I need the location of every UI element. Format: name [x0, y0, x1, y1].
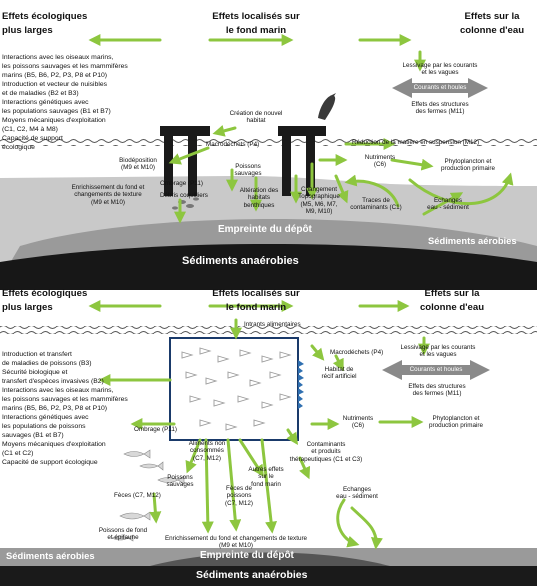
- panel2-anaerobic-layer: [0, 566, 537, 586]
- panel2-heading-wider-effects: Effets écologiques plus larges: [2, 288, 88, 313]
- panel2-shading-label: Ombrage (P11): [134, 426, 177, 433]
- panel1-benthic-alteration-label: Altération des habitats benthiques: [239, 187, 279, 209]
- panel1-exchanges-label: Echanges eau - sédiment: [427, 197, 469, 212]
- panel2-deposit-footprint: [150, 552, 390, 566]
- panel2-uneaten-feed-label: Aliments non consommés (C7, M12): [188, 440, 226, 462]
- panel2-wild-fish-label: Poissons sauvages: [166, 474, 194, 489]
- panel1-heading-seabed-effects: Effets localisés sur le fond marin: [212, 11, 300, 36]
- panel2-feces-label: Fèces (C7, M12): [114, 492, 161, 499]
- panel1-topography-label: Changement Topographique (M5, M6, M7, M9…: [298, 186, 340, 215]
- panel1-macro-waste-label: Macrodéchets (P4): [206, 141, 260, 148]
- panel2-wider-effects-list: Introduction et transfert de maladies de…: [2, 351, 128, 467]
- panel2-anaerobic-label: Sédiments anaérobies: [196, 569, 308, 581]
- panel2-heading-water-column: Effets sur la colonne d'eau: [419, 288, 485, 313]
- panel2-exchanges-label: Echanges eau - sédiment: [336, 486, 378, 501]
- panel1-aerobic-label: Sédiments aérobies: [428, 235, 517, 246]
- panel1-shell-debris-label: Débris coquilliers: [160, 192, 208, 199]
- panel1-nutrients-label: Nutriments (C6): [364, 154, 396, 169]
- panel2-nutrients-label: Nutriments (C6): [342, 415, 374, 430]
- panel2-scene: [0, 300, 537, 586]
- panel2-phyto-label: Phytoplancton et production primaire: [429, 415, 483, 430]
- panel1-reduction-label: Réduction de la matière en suspension (M…: [352, 139, 480, 146]
- panel2-fish-feces-label: Fèces de poissons (C7, M12): [225, 485, 253, 507]
- panel2-contaminants-label: Contaminants et produits thérapeutiques …: [289, 441, 363, 463]
- panel1-scene: [0, 34, 537, 290]
- panel1-shading-label: Ombrage (P11): [160, 180, 203, 187]
- panel1-effect-arrows: [88, 34, 514, 224]
- panel1-wild-fish-label: Poissons sauvages: [234, 163, 262, 178]
- panel2-effect-arrows: [88, 300, 430, 550]
- panel2-fish-cage: [169, 337, 299, 441]
- panel1-new-habitat-label: Création de nouvel habitat: [229, 110, 283, 125]
- panel1-footprint-label: Empreinte du dépôt: [218, 224, 312, 235]
- panel2-reef-habitat-label: Habitat de récif artificiel: [321, 366, 357, 381]
- panel1-enrichment-label: Enrichissement du fond et changements de…: [71, 184, 145, 206]
- panel1-heading-wider-effects: Effets écologiques plus larges: [2, 11, 88, 36]
- seagull-icon: [318, 93, 336, 120]
- panel2-heading-seabed-effects: Effets localisés sur le fond marin: [212, 288, 300, 313]
- panel2-enrichment-label: Enrichissement du fond et changements de…: [164, 535, 308, 550]
- panel1-phyto-label: Phytoplancton et production primaire: [441, 158, 495, 173]
- panel1-currents-label: Courants et houles: [413, 84, 467, 91]
- fish-school-icon: [181, 347, 292, 431]
- wild-fish-icon: [111, 449, 185, 542]
- panel1-traces-label: Traces de contaminants (C1): [350, 197, 402, 212]
- panel2-aerobic-label: Sédiments aérobies: [6, 550, 95, 561]
- panel2-reef-growth: [298, 360, 304, 409]
- panel1-sea-surface: [0, 138, 537, 146]
- panel2-feed-inputs-label: Intrants alimentaires: [244, 321, 301, 328]
- panel1-heading-water-column: Effets sur la colonne d'eau: [459, 11, 525, 36]
- mussel-icon: [172, 197, 199, 210]
- panel1-lessivage-label: Lessivage par les courants et les vagues: [402, 62, 478, 77]
- panel2-lessivage-label: Lessivage par les courants et les vagues: [400, 344, 476, 359]
- panel1-wider-effects-list: Interactions avec les oiseaux marins, le…: [2, 54, 128, 152]
- panel2-currents-label: Courants et houles: [409, 366, 463, 373]
- panel2-structures-label: Effets des structures des fermes (M11): [408, 383, 466, 398]
- panel2-sea-surface: [0, 326, 537, 334]
- panel2-macro-waste-label: Macrodéchets (P4): [330, 349, 384, 356]
- panel2-footprint-label: Empreinte du dépôt: [200, 550, 294, 561]
- panel1-structures-label: Effets des structures des fermes (M11): [411, 101, 469, 116]
- panel1-biodeposition-label: Biodéposition (M9 et M10): [119, 157, 157, 172]
- panel1-currents-arrow: [392, 78, 488, 98]
- panel2-currents-arrow: [382, 360, 490, 380]
- panel2-benthic-fish-label: Poissons de fond et épifaune: [98, 527, 148, 542]
- panel2-other-effects-label: Autres effets sur le fond marin: [248, 466, 284, 488]
- panel1-anaerobic-label: Sédiments anaérobies: [182, 255, 299, 267]
